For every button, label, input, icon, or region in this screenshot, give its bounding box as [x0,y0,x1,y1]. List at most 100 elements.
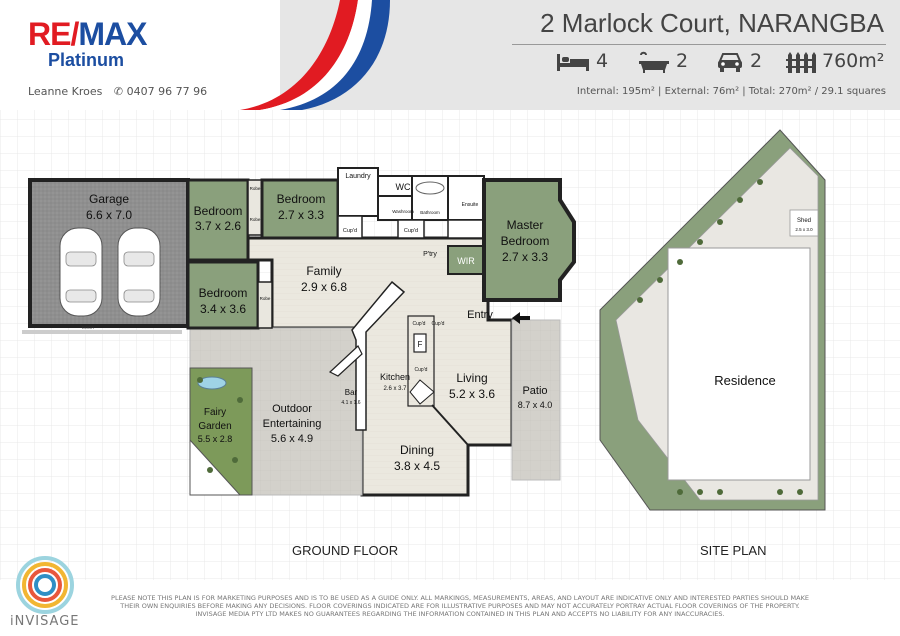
robe1-label: Robe [250,186,261,191]
cupd-kitchen-1: Cup'd [413,321,426,327]
cars-stat: 2 [716,50,762,73]
land-size: 760m² [822,50,885,72]
bed1-label: Bedroom [194,204,243,218]
garage-door-label: DOOR [82,325,94,330]
living-label: Living [456,371,487,385]
fence-icon [786,51,816,73]
bed3-dim: 3.4 x 3.6 [200,302,246,316]
brand-swoosh [240,0,390,110]
bedroom-2 [260,178,340,240]
fairy-label-2: Garden [198,421,231,432]
outdoor-dim: 5.6 x 4.9 [271,433,313,445]
cupd-kitchen-2: Cup'd [432,321,445,327]
robe-3 [257,281,273,329]
ensuite-lower [447,219,485,239]
bathroom [411,175,449,221]
bath-icon [639,51,669,73]
address-divider [512,44,886,45]
ground-floor-title: GROUND FLOOR [292,543,399,558]
driveway [22,330,182,334]
washroom-label: Washroom [392,209,414,214]
patio-area [511,319,561,481]
island-diag [328,345,363,377]
kitchen-label: Kitchen [380,372,410,382]
bedroom-1 [186,178,250,262]
site-shrubs [197,179,803,495]
dining-label: Dining [400,443,434,457]
beds-count: 4 [596,50,609,72]
wir-room [447,245,485,275]
kitchen-dim: 2.6 x 3.7 [383,386,407,392]
logo-sub: Platinum [48,50,125,70]
car-icon [718,52,742,72]
bench-counter [407,315,435,407]
logo-text-max: MAX [78,16,147,52]
bed1-dim: 3.7 x 2.6 [195,219,241,233]
patio-label: Patio [522,385,547,397]
property-stats: 4 2 2 [556,50,886,78]
cupd-bath-label: Cup'd [404,228,418,234]
laundry-room [337,167,379,217]
cars-count: 2 [750,50,763,72]
agent-phone: 0407 96 77 96 [126,85,208,98]
site-plan-title: SITE PLAN [700,543,767,558]
invisage-logo-icon [16,556,74,614]
fairy-label: Fairy [204,407,226,418]
logo-text-re: RE/ [28,16,79,52]
property-address: 2 Marlock Court, NARANGBA [540,8,884,38]
entry-arrow-icon [512,312,530,324]
bar-counter [351,280,406,431]
bathtub-icon [415,181,445,195]
living-dim: 5.2 x 3.6 [449,387,495,401]
car-1-icon [59,227,103,317]
corner-cabinet [409,379,435,405]
baths-count: 2 [676,50,689,72]
car-2-icon [117,227,161,317]
beds-stat: 4 [556,50,608,73]
remax-logo: RE/MAX Platinum [28,16,147,70]
garage-label: Garage [89,192,129,206]
garden-edge [189,438,242,496]
header: RE/MAX Platinum Leanne Kroes ✆ 0407 96 7… [0,0,900,110]
bar-dim: 4.1 x 1.6 [341,400,360,406]
area-summary: Internal: 195m² | External: 76m² | Total… [576,86,886,97]
bathroom-label: Bathroom [420,210,440,215]
cupd-laundry [337,215,363,239]
shed-footprint [789,209,819,237]
cupd-laundry-label: Cup'd [343,228,357,234]
fairy-dim: 5.5 x 2.8 [198,434,233,444]
master-label: Master [507,218,544,232]
residence-label: Residence [714,373,775,388]
laundry-label: Laundry [345,173,371,180]
phone-icon: ✆ [113,85,124,98]
patio-dim: 8.7 x 4.0 [518,400,553,410]
cupd-bath [397,219,425,239]
cupd-kitchen-3: Cup'd [415,367,428,373]
baths-stat: 2 [638,50,688,73]
bed-icon [557,53,589,71]
family-dim: 2.9 x 6.8 [301,280,347,294]
bed2-label: Bedroom [277,192,326,206]
dining-wall [431,404,469,446]
ensuite-label: Ensuite [462,202,479,208]
shed-label: Shed [797,218,811,224]
bed2-dim: 2.7 x 3.3 [278,208,324,222]
master-dim: 2.7 x 3.3 [502,250,548,264]
robe3-label: Robe [260,296,271,301]
land-stat: 760m² [786,50,884,73]
dining-dim: 3.8 x 4.5 [394,459,440,473]
master-bedroom [482,178,576,302]
fridge-icon [413,333,427,353]
wc-label: WC [396,182,411,192]
agent-info: Leanne Kroes ✆ 0407 96 77 96 [28,85,207,98]
robe1b-label: Robe [250,217,261,222]
pond [197,376,227,390]
family-label: Family [306,264,341,278]
garage-dim: 6.6 x 7.0 [86,208,132,222]
disclaimer-text: PLEASE NOTE THIS PLAN IS FOR MARKETING P… [111,594,809,618]
outdoor-label: Outdoor [272,403,312,415]
invisage-brand: iNVISAGE [10,614,80,629]
floor-plan: Garage 6.6 x 7.0 DOOR Bedroom 3.7 x 2.6 … [0,110,900,580]
bedroom-3 [186,260,260,330]
wir-label: WIR [457,256,475,266]
